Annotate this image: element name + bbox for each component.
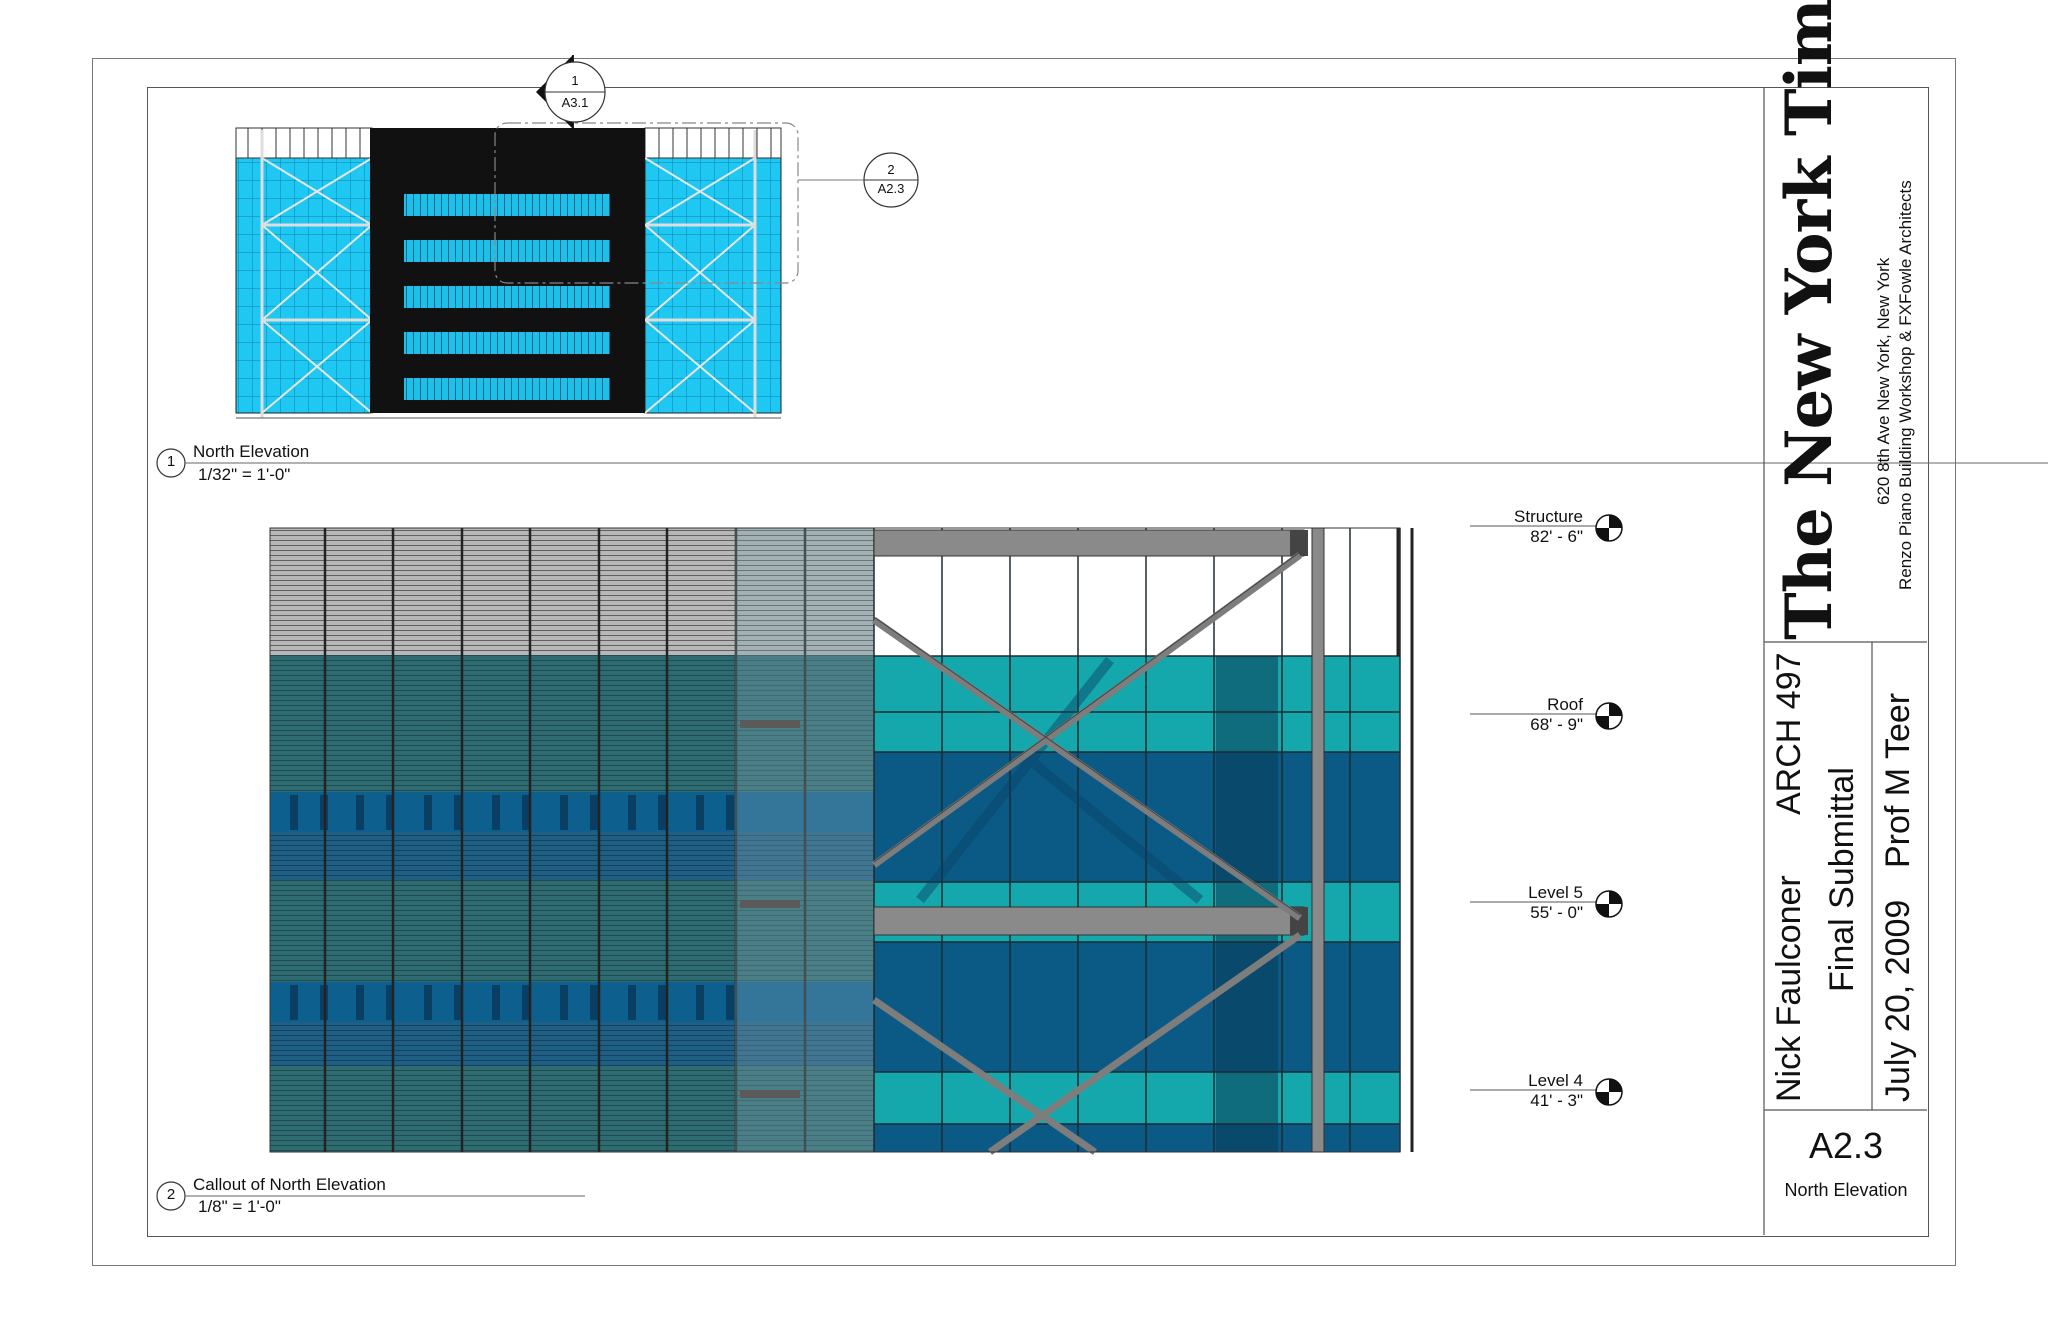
view2-title: Callout of North Elevation — [193, 1175, 386, 1194]
view2-scale: 1/8" = 1'-0" — [198, 1197, 281, 1216]
level-roof-elevation: 68' - 9" — [1530, 715, 1583, 734]
project-architects: Renzo Piano Building Workshop & FXFowle … — [1896, 180, 1915, 590]
sheet-number: A2.3 — [1808, 1125, 1884, 1166]
view2-number: 2 — [166, 1186, 176, 1203]
sheet-outer-border — [92, 58, 1956, 1266]
sheet-name: North Elevation — [1784, 1180, 1908, 1200]
level-4-name: Level 4 — [1528, 1071, 1583, 1090]
project-address: 620 8th Ave New York, New York — [1874, 257, 1893, 505]
section-tag-number: 1 — [571, 73, 579, 88]
view1-scale: 1/32" = 1'-0" — [198, 465, 291, 484]
submittal-label: Final Submittal — [1823, 767, 1861, 992]
sheet-inner-border — [147, 87, 1929, 1237]
level-4-elevation: 41' - 3" — [1530, 1091, 1583, 1110]
level-structure-elevation: 82' - 6" — [1530, 527, 1583, 546]
nyt-logo: The New York Times — [1772, 0, 1847, 640]
view1-number: 1 — [166, 453, 176, 470]
section-tag-sheet: A3.1 — [561, 95, 589, 110]
course-number: ARCH 497 — [1770, 652, 1808, 815]
level-5-name: Level 5 — [1528, 883, 1583, 902]
view1-title: North Elevation — [193, 442, 310, 461]
professor-name: Prof M Teer — [1879, 692, 1917, 868]
level-roof-name: Roof — [1547, 695, 1583, 714]
callout-tag-number: 2 — [887, 162, 895, 177]
submittal-date: July 20, 2009 — [1879, 899, 1917, 1102]
level-structure-name: Structure — [1514, 507, 1583, 526]
callout-tag-sheet: A2.3 — [877, 181, 905, 196]
student-name: Nick Faulconer — [1770, 875, 1808, 1102]
level-5-elevation: 55' - 0" — [1530, 903, 1583, 922]
